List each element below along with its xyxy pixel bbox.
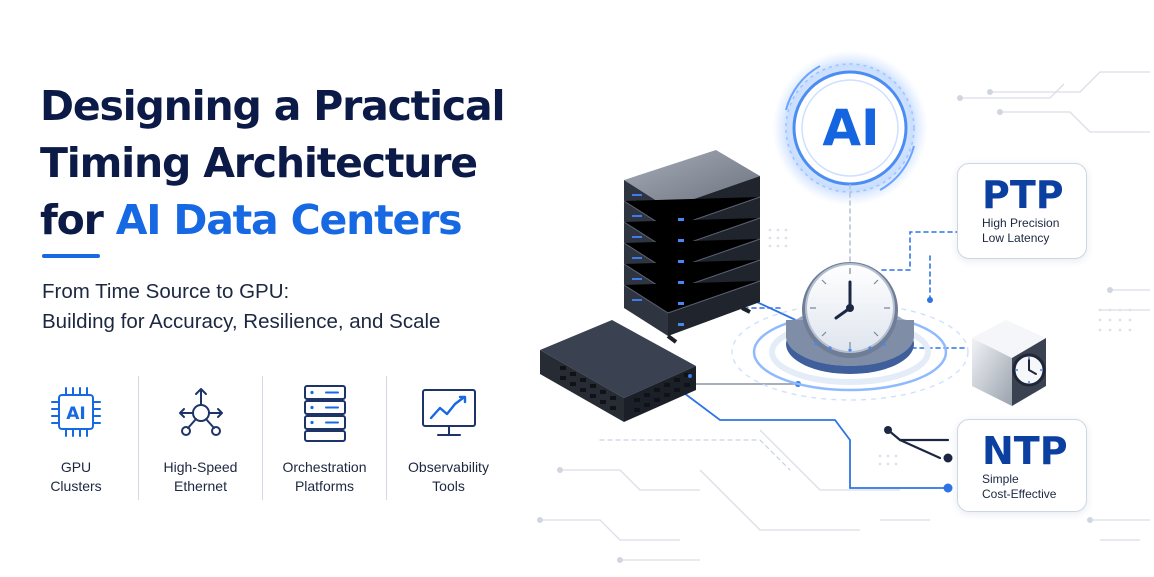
feature-row: AI GPU Clusters High-Speed Ethernet	[14, 376, 510, 500]
connection-lines	[599, 184, 969, 489]
ntp-description: Simple Cost-Effective	[982, 472, 1086, 502]
feature-label-line: High-Speed	[163, 459, 238, 475]
network-switch	[540, 320, 696, 422]
ntp-desc-line-2: Cost-Effective	[982, 487, 1057, 501]
feature-label-line: Orchestration	[282, 459, 367, 475]
subtitle: From Time Source to GPU: Building for Ac…	[42, 277, 542, 337]
ptp-description: High Precision Low Latency	[982, 216, 1086, 246]
monitor-chart-icon	[421, 389, 476, 436]
feature-label: Observability Tools	[387, 458, 510, 496]
title-accent: AI Data Centers	[115, 196, 463, 244]
clock-cube	[972, 320, 1046, 406]
background-circuit-nodes	[537, 89, 1113, 563]
network-hub-icon	[178, 388, 223, 436]
dot-grid	[768, 228, 1132, 466]
server-stack-icon	[303, 385, 346, 442]
ntp-desc-line-1: Simple	[982, 472, 1019, 486]
title-underline	[42, 254, 100, 258]
background-circuit	[540, 71, 1150, 561]
ai-chip-icon: AI	[51, 387, 101, 437]
ptp-card: PTP High Precision Low Latency	[957, 163, 1087, 259]
feature-observability-tools: Observability Tools	[386, 376, 510, 500]
title-line-3: for AI Data Centers	[40, 192, 540, 249]
feature-label-line: Ethernet	[174, 478, 227, 494]
feature-label-line: GPU	[60, 459, 92, 475]
chip-label: AI	[66, 404, 85, 424]
server-rack	[623, 150, 761, 344]
ptp-desc-line-2: Low Latency	[982, 231, 1050, 245]
feature-label-line: Clusters	[50, 478, 102, 494]
feature-label-line: Observability	[408, 459, 489, 475]
timing-architecture-illustration	[537, 50, 1150, 563]
ai-glow-badge	[772, 50, 928, 206]
ntp-card: NTP Simple Cost-Effective	[957, 419, 1087, 512]
feature-label-line: Platforms	[294, 478, 355, 494]
ptp-title: PTP	[982, 173, 1064, 217]
ptp-desc-line-1: High Precision	[982, 216, 1060, 230]
feature-label-line: Tools	[432, 478, 465, 494]
title-line-1: Designing a Practical	[40, 82, 506, 130]
feature-label: GPU Clusters	[14, 458, 138, 496]
feature-high-speed-ethernet: High-Speed Ethernet	[138, 376, 262, 500]
feature-label: High-Speed Ethernet	[139, 458, 262, 496]
title-line-2: Timing Architecture	[40, 139, 478, 187]
ntp-title: NTP	[982, 429, 1068, 473]
subtitle-line-1: From Time Source to GPU:	[42, 280, 290, 303]
ai-badge-label: AI	[822, 99, 880, 157]
page-title: Designing a Practical Timing Architectur…	[40, 78, 540, 249]
subtitle-line-2: Building for Accuracy, Resilience, and S…	[42, 310, 441, 333]
central-clock	[786, 262, 914, 374]
feature-orchestration-platforms: Orchestration Platforms	[262, 376, 386, 500]
title-line-3-prefix: for	[40, 196, 116, 244]
feature-label: Orchestration Platforms	[263, 458, 386, 496]
feature-gpu-clusters: AI GPU Clusters	[14, 376, 138, 500]
